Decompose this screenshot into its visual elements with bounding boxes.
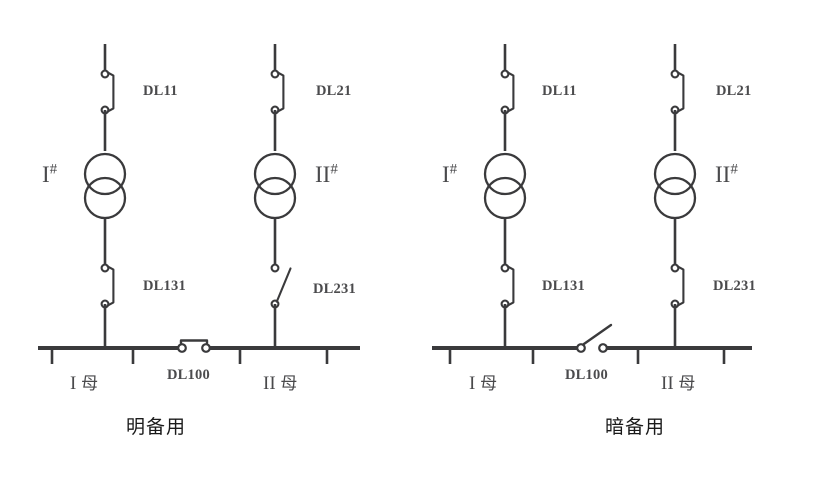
busbar-2-numeral: II — [263, 373, 276, 394]
label-DL21: DL21 — [316, 83, 352, 99]
breaker-DL21-closed[interactable] — [670, 69, 685, 115]
transformer-2-numeral: II — [315, 162, 331, 187]
label-DL100: DL100 — [167, 367, 210, 383]
label-DL100: DL100 — [565, 367, 608, 383]
transformer-symbol-1 — [483, 152, 527, 220]
right-branch-2 — [653, 44, 697, 347]
label-DL231: DL231 — [713, 278, 756, 294]
left-busbars — [38, 346, 360, 364]
label-DL131: DL131 — [143, 278, 186, 294]
busbar-1-numeral: I — [469, 373, 476, 394]
label-transformer-1: I# — [442, 161, 458, 187]
transformer-1-hash: # — [449, 161, 458, 178]
label-DL131: DL131 — [542, 278, 585, 294]
label-busbar-1: I 母 — [469, 374, 497, 393]
bus-tie-blade-open — [581, 323, 613, 346]
panel-left-graphics — [38, 44, 360, 364]
breaker-DL11-closed[interactable] — [100, 69, 115, 115]
bus-tie-terminal-right — [598, 343, 608, 353]
busbar-1-numeral: I — [70, 373, 77, 394]
transformer-1-hash: # — [49, 161, 58, 178]
label-transformer-2: II# — [715, 161, 738, 187]
panel-right-graphics — [432, 44, 752, 364]
label-DL21: DL21 — [716, 83, 752, 99]
label-busbar-2: II 母 — [661, 374, 695, 393]
left-bus-tie-DL100-closed[interactable] — [177, 339, 211, 353]
right-bus-tie-DL100-open[interactable] — [576, 323, 613, 353]
busbar-1-suffix: 母 — [480, 374, 498, 394]
transformer-symbol-1 — [83, 152, 127, 220]
right-branch-1 — [483, 44, 527, 347]
bus-tie-terminal-right — [201, 343, 211, 353]
transformer-2-hash: # — [730, 161, 738, 178]
label-transformer-2: II# — [315, 161, 338, 187]
label-DL231: DL231 — [313, 281, 356, 297]
left-branch-1 — [83, 44, 127, 347]
transformer-2-numeral: II — [715, 162, 731, 187]
busbar-1-suffix: 母 — [81, 374, 99, 394]
breaker-DL21-closed[interactable] — [270, 69, 285, 115]
transformer-1-numeral: I — [42, 162, 50, 187]
transformer-symbol-2 — [653, 152, 697, 220]
panel-left-caption: 明备用 — [126, 416, 187, 438]
breaker-DL11-closed[interactable] — [500, 69, 515, 115]
label-DL11: DL11 — [143, 83, 178, 99]
bus-tie-terminal-left — [177, 343, 187, 353]
right-busbars — [432, 346, 752, 364]
transformer-2-hash: # — [330, 161, 338, 178]
breaker-DL131-closed[interactable] — [100, 263, 115, 309]
panel-right-caption: 暗备用 — [605, 416, 666, 438]
label-transformer-1: I# — [42, 161, 58, 187]
label-busbar-1: I 母 — [70, 374, 98, 393]
transformer-1-numeral: I — [442, 162, 450, 187]
transformer-symbol-2 — [253, 152, 297, 220]
busbar-2-suffix: 母 — [280, 374, 298, 394]
bus-tie-terminal-left — [576, 343, 586, 353]
breaker-DL131-closed[interactable] — [500, 263, 515, 309]
left-branch-2 — [253, 44, 297, 347]
label-busbar-2: II 母 — [263, 374, 297, 393]
breaker-DL231-closed[interactable] — [670, 263, 685, 309]
busbar-2-numeral: II — [661, 373, 674, 394]
busbar-2-suffix: 母 — [678, 374, 696, 394]
breaker-DL231-open[interactable] — [270, 263, 292, 309]
bus-tie-blade-closed — [179, 339, 209, 345]
label-DL11: DL11 — [542, 83, 577, 99]
